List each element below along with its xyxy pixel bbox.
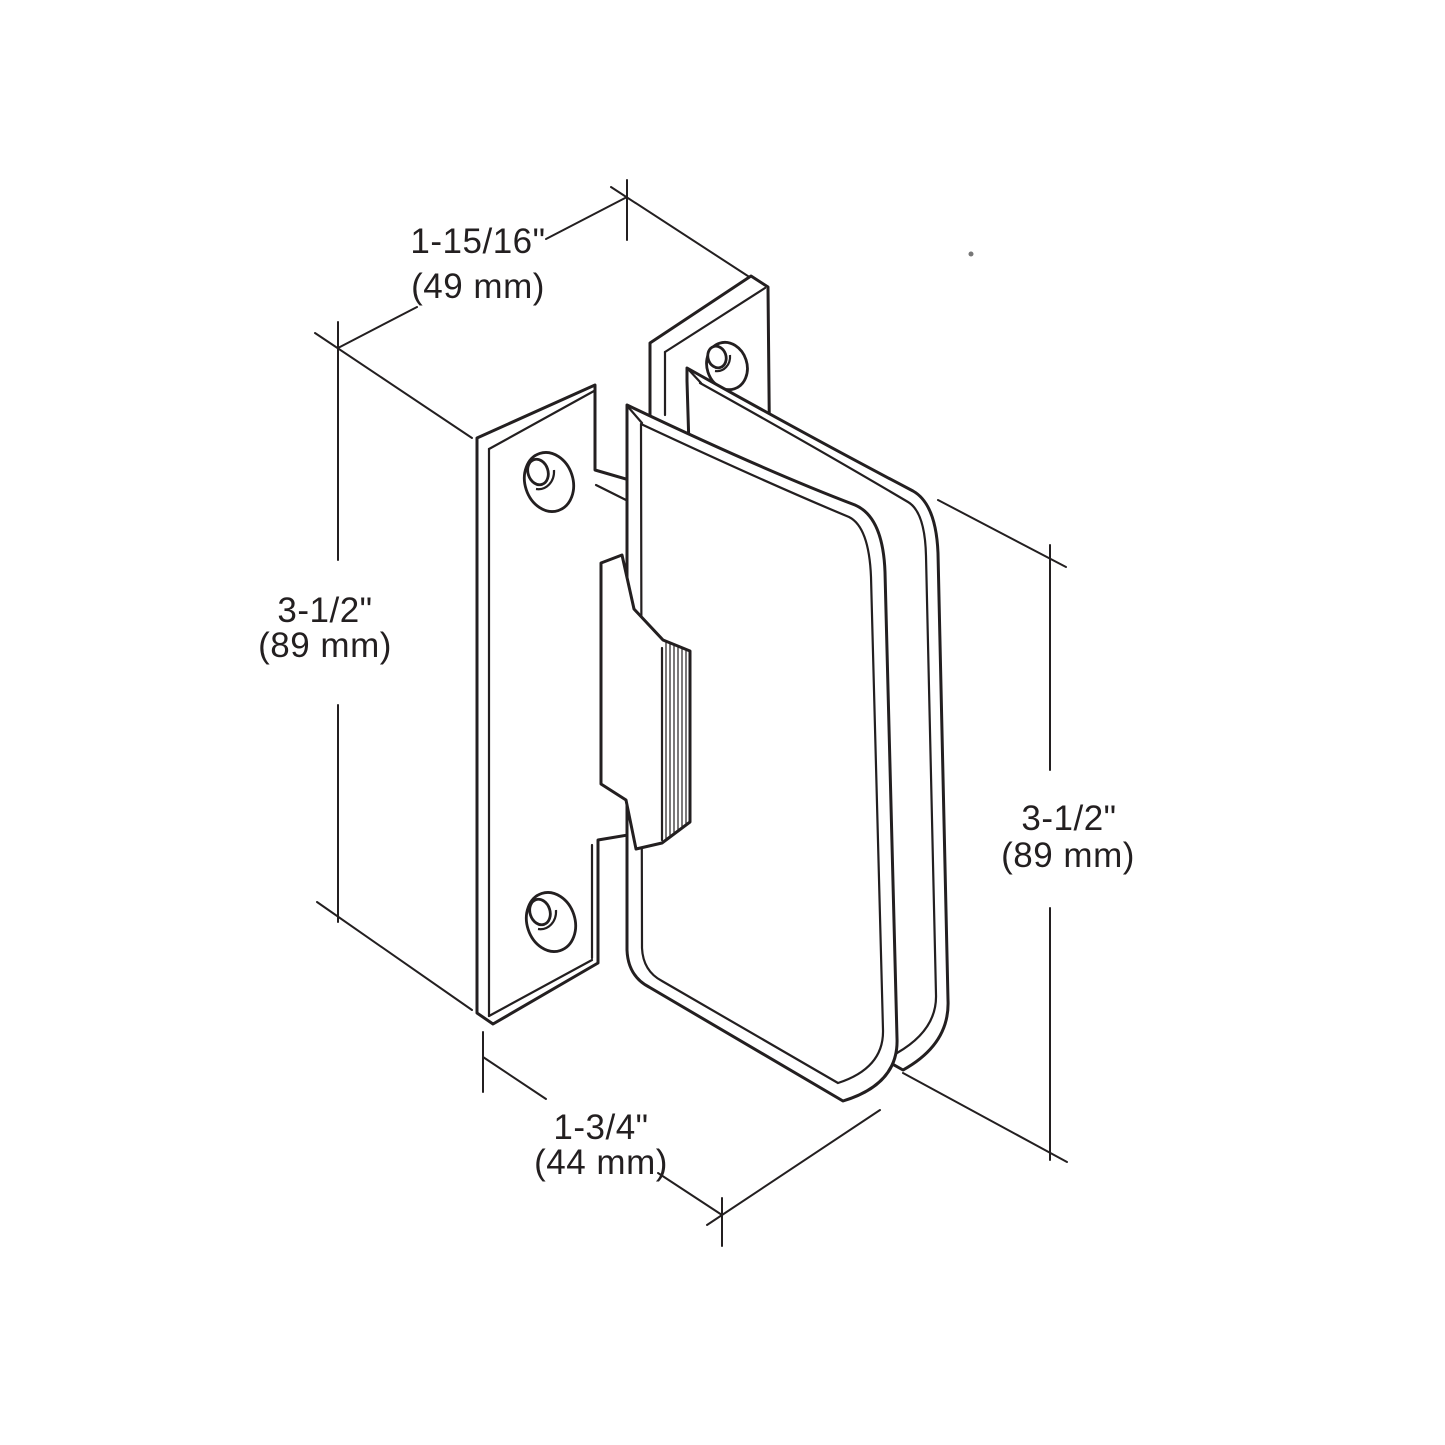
screw-hole-bottom [524,891,578,953]
screw-hole-top [522,451,576,513]
hole-bore [706,344,728,370]
wall-plate-bevel-line [487,958,594,1018]
extension-line [902,1072,1068,1163]
back-plate-inner-line [698,381,938,1055]
extension-line [937,499,1067,568]
extension-line [314,332,473,439]
hole-cone-edge [537,909,558,931]
dim-top-inches-label: 1-15/16" [410,222,545,261]
dim-left-mm-label: (89 mm) [258,626,392,665]
front-plate-outline [625,403,899,1103]
front-plate-corner-bevel [627,406,644,425]
front-plate-inner-line [639,422,885,1085]
dimension-bottom [482,1031,881,1247]
hole-bore [528,897,552,927]
hole-bore [526,457,550,487]
hole-cone-edge [714,354,732,373]
web-edge-line [594,483,628,502]
dim-top-mm-label: (49 mm) [411,267,545,306]
dimension-right [902,499,1068,1163]
hole-cone-edge [535,469,556,491]
dimension-line [545,196,628,240]
dimension-line [482,1056,547,1100]
stray-dot [968,251,974,257]
screw-hole-tab [705,340,749,392]
dim-left-inches-label: 3-1/2" [277,591,372,630]
wall-plate-bevel-line [487,389,596,451]
extension-line [610,186,755,281]
pivot-block-outline [599,553,692,851]
extension-line [316,901,473,1011]
tab-bevel-line [663,286,767,354]
extension-line [706,1109,881,1226]
glass-clamp-front-plate [625,403,899,1103]
pivot-hatching [665,641,687,840]
dimension-line [657,1172,723,1216]
back-plate-corner-bevel [686,367,703,385]
dim-bottom-inches-label: 1-3/4" [553,1108,648,1147]
dimension-top [337,179,755,349]
dimension-left [314,321,473,1011]
hinge-pivot-block [599,553,692,851]
dimension-line [337,306,418,349]
dim-right-mm-label: (89 mm) [1001,836,1135,875]
dim-bottom-mm-label: (44 mm) [534,1143,668,1182]
dim-right-inches-label: 3-1/2" [1021,799,1116,838]
